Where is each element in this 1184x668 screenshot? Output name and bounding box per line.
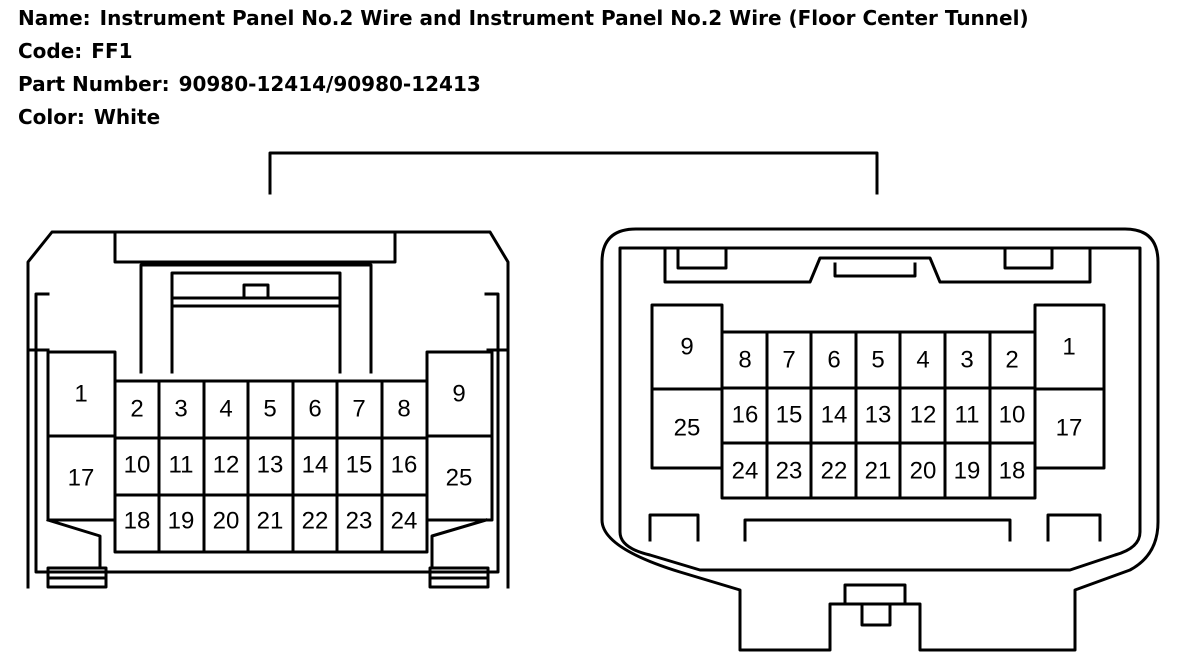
- right-pin-17: 17: [1056, 415, 1083, 442]
- right-pin-14: 14: [821, 402, 848, 429]
- part-number-label: Part Number:: [18, 72, 170, 96]
- left-pin-8: 8: [397, 396, 410, 423]
- left-pin-13: 13: [257, 452, 284, 479]
- left-pin-11: 11: [169, 452, 194, 479]
- right-pin-2: 2: [1005, 347, 1018, 374]
- right-pin-labels: 9 25 1 17 8 7 6 5 4 3 2 16 15 14 13 12 1…: [674, 334, 1083, 485]
- name-line: Name: Instrument Panel No.2 Wire and Inst…: [18, 2, 1029, 35]
- right-pin-25: 25: [674, 415, 701, 442]
- right-pin-12: 12: [910, 402, 937, 429]
- left-pin-5: 5: [263, 396, 276, 423]
- right-pin-7: 7: [782, 347, 795, 374]
- code-line: Code: FF1: [18, 35, 1029, 68]
- right-pin-20: 20: [910, 458, 937, 485]
- left-pin-3: 3: [174, 396, 187, 423]
- right-pin-5: 5: [871, 347, 884, 374]
- left-pin-9: 9: [452, 381, 465, 408]
- name-label: Name:: [18, 6, 91, 30]
- color-line: Color: White: [18, 101, 1029, 134]
- code-value: FF1: [91, 39, 133, 63]
- code-label: Code:: [18, 39, 83, 63]
- left-pin-grid: [46, 350, 494, 554]
- left-pin-19: 19: [168, 508, 195, 535]
- left-pin-4: 4: [219, 396, 232, 423]
- left-pin-21: 21: [257, 508, 284, 535]
- part-number-value: 90980-12414/90980-12413: [178, 72, 481, 96]
- left-pin-1: 1: [74, 381, 87, 408]
- right-pin-22: 22: [821, 458, 848, 485]
- left-connector-housing: [26, 230, 510, 589]
- right-connector-housing: [600, 227, 1160, 652]
- right-pin-10: 10: [999, 402, 1026, 429]
- right-pin-24: 24: [732, 458, 759, 485]
- right-pin-1: 1: [1062, 334, 1075, 361]
- right-pin-11: 11: [955, 402, 980, 429]
- right-pin-13: 13: [865, 402, 892, 429]
- color-value: White: [93, 105, 161, 129]
- left-pin-18: 18: [124, 508, 151, 535]
- part-number-line: Part Number: 90980-12414/90980-12413: [18, 68, 1029, 101]
- right-pin-8: 8: [738, 347, 751, 374]
- left-pin-12: 12: [213, 452, 240, 479]
- left-pin-24: 24: [391, 508, 418, 535]
- left-pin-17: 17: [68, 465, 95, 492]
- right-pin-9: 9: [680, 334, 693, 361]
- name-value: Instrument Panel No.2 Wire and Instrumen…: [99, 6, 1029, 30]
- left-pin-22: 22: [302, 508, 329, 535]
- mating-bracket: [268, 151, 879, 195]
- left-pin-10: 10: [124, 452, 151, 479]
- right-pin-18: 18: [999, 458, 1026, 485]
- left-pin-15: 15: [346, 452, 373, 479]
- right-pin-4: 4: [916, 347, 929, 374]
- left-pin-25: 25: [446, 465, 473, 492]
- connector-info: Name: Instrument Panel No.2 Wire and Inst…: [18, 2, 1029, 134]
- right-pin-23: 23: [776, 458, 803, 485]
- color-label: Color:: [18, 105, 85, 129]
- left-pin-labels: 1 17 9 25 2 3 4 5 6 7 8 10 11 12 13 14 1…: [68, 381, 473, 535]
- left-pin-2: 2: [130, 396, 143, 423]
- left-pin-7: 7: [352, 396, 365, 423]
- left-pin-14: 14: [302, 452, 329, 479]
- left-pin-23: 23: [346, 508, 373, 535]
- right-pin-21: 21: [865, 458, 892, 485]
- right-pin-15: 15: [776, 402, 803, 429]
- right-pin-grid: [650, 303, 1106, 500]
- left-pin-6: 6: [308, 396, 321, 423]
- right-pin-3: 3: [960, 347, 973, 374]
- right-pin-16: 16: [732, 402, 759, 429]
- left-pin-16: 16: [391, 452, 418, 479]
- right-pin-6: 6: [827, 347, 840, 374]
- left-pin-20: 20: [213, 508, 240, 535]
- right-pin-19: 19: [954, 458, 981, 485]
